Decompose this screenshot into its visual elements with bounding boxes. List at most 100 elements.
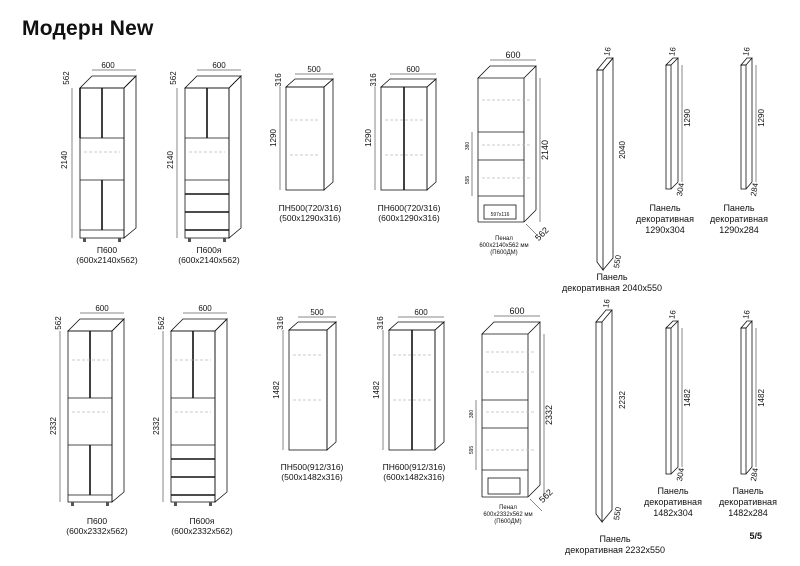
caption-wall2-r1: ПН600(720/316) (600x1290x316) [364, 203, 454, 223]
dim-depth: 562 [157, 316, 166, 330]
caption-panel-s2-r2: Панель декоративная 1482x284 [708, 486, 788, 519]
dim-height: 1482 [683, 389, 692, 407]
dim-depth: 562 [54, 316, 63, 330]
dim-thick: 16 [741, 46, 752, 57]
caption-cab2-r1: П600я (600x2140x562) [164, 245, 254, 265]
caption-size: (500x1290x316) [279, 213, 341, 223]
cabinet-p600ya-2332 [162, 312, 228, 506]
page-number: 5/5 [749, 531, 762, 541]
caption-size: (600x2332x562) [171, 526, 233, 536]
dim-width: 600 [509, 306, 524, 316]
wall-cabinet-pn500-1482 [282, 316, 338, 451]
wall-cabinet-pn500-1290 [279, 73, 335, 191]
dim-depth: 316 [276, 316, 285, 330]
dim-depth: 284 [749, 467, 760, 482]
dim-b: 595 [469, 446, 475, 455]
caption-size: 1290x284 [719, 225, 759, 235]
dim-height: 1482 [757, 389, 766, 407]
caption-size: (600x2332x562) [66, 526, 128, 536]
caption-size: (600x1482x316) [383, 472, 445, 482]
panel-1482x304 [665, 320, 683, 475]
dim-width: 600 [414, 308, 428, 317]
dim-width: 600 [95, 304, 109, 313]
caption-name: Панель [732, 486, 764, 496]
caption-cab1-r1: П600 (600x2140x562) [62, 245, 152, 265]
dim-depth: 284 [749, 182, 760, 197]
panel-1290x304 [665, 57, 683, 190]
caption-name: Панель [657, 486, 689, 496]
caption-name2: декоративная [644, 497, 702, 507]
caption-name: П600я [189, 516, 215, 526]
dim-thick: 16 [667, 46, 678, 57]
caption-panel-s2-r1: Панель декоративная 1290x284 [699, 203, 779, 236]
dim-height: 1290 [269, 129, 278, 147]
caption-name: Панель [596, 272, 628, 282]
dim-height: 1290 [683, 109, 692, 127]
dim-height: 2140 [60, 151, 69, 169]
dim-height: 2332 [544, 405, 554, 425]
caption-name: ПН600(912/316) [382, 462, 446, 472]
frame-penal-2332 [475, 315, 545, 512]
caption-panel-big-r1: Панель декоративная 2040x550 [552, 272, 672, 294]
dim-a: 380 [465, 142, 471, 151]
caption-name: П600 [86, 516, 108, 526]
caption-code: (П600ДМ) [490, 250, 518, 256]
dim-height: 1482 [272, 381, 281, 399]
caption-wall2-r2: ПН600(912/316) (600x1482x316) [369, 462, 459, 482]
caption-frame-r1: Пенал 600x2140x562 мм (П600ДМ) [464, 236, 544, 257]
dim-depth: 562 [62, 71, 71, 85]
dim-thick: 16 [601, 298, 612, 309]
dim-depth: 550 [612, 254, 623, 269]
dim-height: 1290 [757, 109, 766, 127]
caption-size: 1290x304 [645, 225, 685, 235]
wall-cabinet-pn600-1482 [382, 316, 446, 451]
cabinet-p600ya-2140 [176, 69, 242, 242]
dim-depth: 562 [169, 71, 178, 85]
cabinet-p600-2332 [59, 312, 125, 506]
dim-depth: 316 [376, 316, 385, 330]
dim-width: 600 [198, 304, 212, 313]
panel-2040x550 [596, 57, 614, 272]
dim-width: 600 [101, 61, 115, 70]
caption-size: 600x2332x562 мм [483, 512, 533, 518]
caption-size: (600x2140x562) [178, 255, 240, 265]
caption-name: П600 [96, 245, 118, 255]
dim-depth: 304 [675, 467, 686, 482]
caption-panel-big-r2: Панель декоративная 2232x550 [555, 534, 675, 556]
dim-height: 2140 [540, 140, 550, 160]
dim-height: 2040 [618, 141, 627, 159]
caption-name: Панель [723, 203, 755, 213]
caption-size: 1482x284 [728, 508, 768, 518]
caption-name2: декоративная [719, 497, 777, 507]
dim-depth: 316 [274, 73, 283, 87]
dim-depth: 562 [537, 487, 555, 505]
dim-b: 595 [465, 176, 471, 185]
caption-size: 1482x304 [653, 508, 693, 518]
dim-depth: 316 [369, 73, 378, 87]
wall-cabinet-pn600-1290 [374, 73, 438, 191]
dim-width: 600 [505, 50, 520, 60]
dim-height: 2140 [166, 151, 175, 169]
dim-depth: 550 [612, 506, 623, 521]
dim-height: 1482 [372, 381, 381, 399]
caption-name: ПН600(720/316) [377, 203, 441, 213]
dim-depth: 304 [675, 182, 686, 197]
caption-size: (500x1482x316) [281, 472, 343, 482]
caption-code: (П600ДМ) [494, 519, 522, 525]
caption-panel-s1-r1: Панель декоративная 1290x304 [625, 203, 705, 236]
caption-name2: декоративная [636, 214, 694, 224]
dim-thick: 16 [602, 46, 613, 57]
caption-cab2-r2: П600я (600x2332x562) [157, 516, 247, 536]
caption-size: 600x2140x562 мм [479, 243, 529, 249]
cabinet-p600-2140 [71, 69, 137, 242]
caption-size: декоративная 2232x550 [565, 545, 665, 555]
dim-thick: 16 [741, 309, 752, 320]
caption-name: П600я [196, 245, 222, 255]
panel-2232x550 [595, 309, 613, 524]
frame-penal-2140 [471, 59, 541, 237]
dim-width: 600 [212, 61, 226, 70]
page-title: Модерн New [22, 17, 154, 40]
dim-c: 597x116 [491, 212, 510, 218]
caption-panel-s1-r2: Панель декоративная 1482x304 [633, 486, 713, 519]
